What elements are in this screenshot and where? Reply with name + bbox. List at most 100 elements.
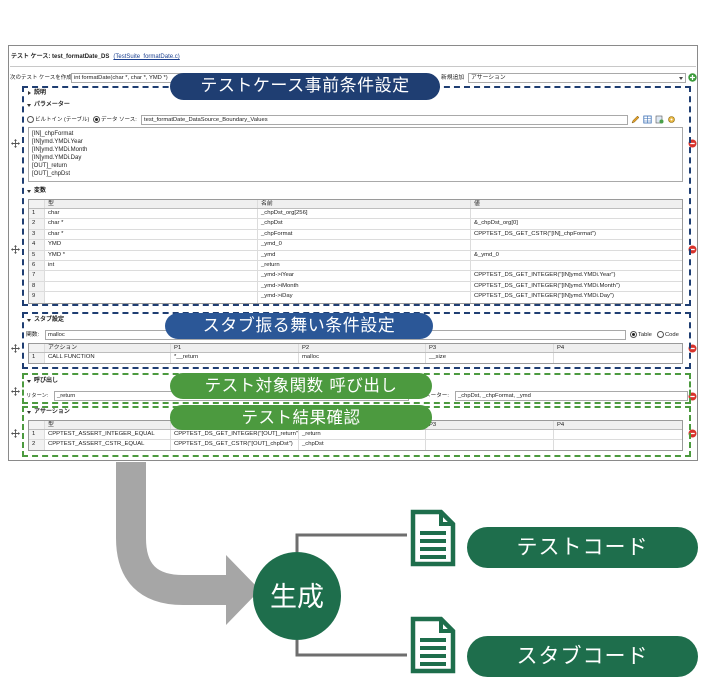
stub-mode-table-option[interactable]: Table (630, 330, 652, 340)
row-number: 1 (29, 209, 45, 219)
move-handle-icon[interactable] (11, 139, 20, 148)
table-cell[interactable]: CPPTEST_ASSERT_CSTR_EQUAL (45, 440, 171, 450)
table-cell[interactable]: __size (426, 353, 554, 363)
row-number: 3 (29, 229, 45, 240)
code-mode-label: Code (665, 332, 679, 338)
parameters-title: パラメーター (34, 102, 70, 108)
table-cell[interactable]: _return (258, 260, 471, 271)
table-cell[interactable]: CPPTEST_ASSERT_INTEGER_EQUAL (45, 430, 171, 439)
table-mode-radio[interactable] (630, 330, 637, 338)
table-cell[interactable]: _chpDst_org[256] (258, 209, 471, 219)
datasource-settings-icon[interactable] (667, 115, 676, 124)
title-separator (10, 66, 696, 67)
table-cell[interactable]: char * (45, 229, 258, 240)
move-handle-icon[interactable] (11, 387, 20, 396)
add-icon[interactable] (688, 73, 697, 82)
table-cell[interactable]: char (45, 209, 258, 219)
move-handle-icon[interactable] (11, 429, 20, 438)
table-cell[interactable]: *__return (171, 353, 299, 363)
builtin-table-option[interactable]: ビルトイン (テーブル) (27, 115, 89, 125)
table-cell[interactable]: _chpFormat (258, 229, 471, 240)
table-cell[interactable]: _return (299, 430, 426, 439)
description-section-header[interactable]: 説明 (27, 89, 46, 98)
return-label: リターン: (26, 393, 49, 399)
table-cell[interactable] (426, 440, 554, 450)
table-cell[interactable]: int (45, 260, 258, 271)
table-mode-label: Table (638, 332, 652, 338)
stub-code-connector (295, 640, 407, 657)
variables-section-header[interactable]: 変数 (27, 187, 46, 196)
test-suite-file-link[interactable]: (TestSuite_formatDate.c) (113, 54, 180, 60)
parameters-section-header[interactable]: パラメーター (27, 101, 70, 110)
call-parameters-field[interactable]: _chpDst, _chpFormat, _ymd (455, 391, 688, 401)
document-icon (410, 509, 456, 567)
add-type-select[interactable]: アサーション (468, 73, 686, 83)
row-number: 6 (29, 260, 45, 271)
column-header: アクション (45, 344, 171, 352)
table-cell[interactable] (426, 430, 554, 439)
table-cell[interactable]: _ymd->iMonth (258, 281, 471, 292)
builtin-label: ビルトイン (テーブル) (35, 117, 90, 123)
datasource-table-icon[interactable] (643, 115, 652, 124)
datasource-field[interactable]: test_formatDate_DataSource_Boundary_Valu… (141, 115, 628, 125)
table-cell[interactable]: CPPTEST_DS_GET_CSTR("[IN]_chpFormat") (474, 230, 597, 237)
table-cell[interactable]: char * (45, 219, 258, 229)
table-cell[interactable]: _chpDst (258, 219, 471, 229)
table-cell[interactable]: CPPTEST_DS_GET_INTEGER("[IN]ymd.YMDi.Day… (474, 293, 615, 300)
assertions-section-header[interactable]: アサーション (27, 408, 70, 417)
column-header: 型 (45, 200, 258, 208)
table-cell[interactable]: CALL FUNCTION (45, 353, 171, 363)
generate-circle (253, 552, 341, 640)
table-cell[interactable]: YMD * (45, 250, 258, 260)
stubs-title: スタブ設定 (34, 317, 65, 323)
table-cell[interactable] (45, 292, 258, 303)
table-cell[interactable]: CPPTEST_DS_GET_INTEGER("[OUT]_return") (171, 430, 299, 439)
column-header: P4 (557, 422, 565, 428)
stub-mode-code-option[interactable]: Code (657, 330, 679, 340)
table-cell[interactable]: malloc (299, 353, 426, 363)
table-cell[interactable]: &_ymd_0 (474, 251, 499, 258)
table-cell[interactable] (45, 271, 258, 281)
code-mode-radio[interactable] (657, 330, 664, 338)
datasource-radio[interactable] (93, 116, 100, 124)
table-cell[interactable]: CPPTEST_DS_GET_INTEGER("[IN]ymd.YMDi.Yea… (474, 272, 616, 279)
datasource-edit-icon[interactable] (631, 115, 640, 124)
table-cell[interactable]: _chpDst (299, 440, 426, 450)
builtin-radio[interactable] (27, 116, 34, 124)
datasource-refresh-icon[interactable] (655, 115, 664, 124)
table-cell[interactable] (45, 281, 258, 292)
datasource-option[interactable]: データ ソース: (93, 115, 137, 125)
row-number: 1 (29, 353, 45, 363)
call-section-header[interactable]: 呼び出し (27, 377, 58, 386)
test-case-name: テスト ケース: test_formatDate_DS (11, 54, 110, 60)
table-cell[interactable]: CPPTEST_DS_GET_INTEGER("[IN]ymd.YMDi.Mon… (474, 282, 620, 289)
move-handle-icon[interactable] (11, 344, 20, 353)
datasource-columns-textarea[interactable]: [IN]_chpFormat[IN]ymd.YMDi.Year[IN]ymd.Y… (28, 127, 683, 182)
stub-code-output: スタブコード (467, 636, 698, 677)
table-cell[interactable]: _ymd_0 (258, 240, 471, 250)
table-cell[interactable]: _ymd (258, 250, 471, 260)
row-number: 8 (29, 281, 45, 292)
table-cell[interactable]: _ymd->iDay (258, 292, 471, 303)
stubs-section-header[interactable]: スタブ設定 (27, 316, 64, 325)
table-cell[interactable]: _ymd->iYear (258, 271, 471, 281)
row-number-header (29, 421, 45, 429)
table-cell[interactable]: YMD (45, 240, 258, 250)
table-cell[interactable]: CPPTEST_DS_GET_CSTR("[OUT]_chpDst") (171, 440, 299, 450)
move-handle-icon[interactable] (11, 245, 20, 254)
row-number: 9 (29, 292, 45, 303)
row-number-header (29, 344, 45, 352)
table-cell[interactable]: &_chpDst_org[0] (474, 220, 518, 227)
